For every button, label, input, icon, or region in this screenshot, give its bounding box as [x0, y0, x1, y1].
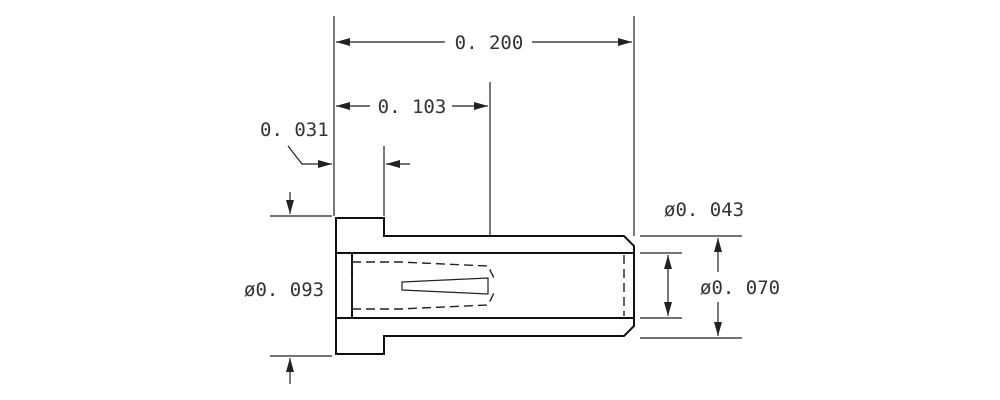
head-thickness-label: 0. 031	[260, 119, 329, 141]
dimension-bore-diameter: ø0. 043	[664, 199, 744, 316]
dimension-head-thickness: 0. 031	[260, 119, 410, 168]
upper-wall-section	[335, 217, 635, 254]
dimension-overall-length: 0. 200	[336, 32, 632, 54]
lower-wall-section	[335, 317, 635, 355]
contact-spring	[351, 255, 625, 316]
overall-length-label: 0. 200	[455, 32, 524, 54]
bore-diameter-label: ø0. 043	[664, 199, 744, 221]
dimension-head-diameter: ø0. 093	[244, 192, 324, 384]
dimension-body-diameter: ø0. 070	[700, 238, 780, 336]
head-face	[335, 252, 353, 319]
head-diameter-label: ø0. 093	[244, 279, 324, 301]
body-diameter-label: ø0. 070	[700, 277, 780, 299]
extension-lines	[270, 16, 742, 357]
part-section	[335, 217, 635, 355]
dimension-inner-length: 0. 103	[336, 96, 488, 118]
inner-length-label: 0. 103	[378, 96, 447, 118]
